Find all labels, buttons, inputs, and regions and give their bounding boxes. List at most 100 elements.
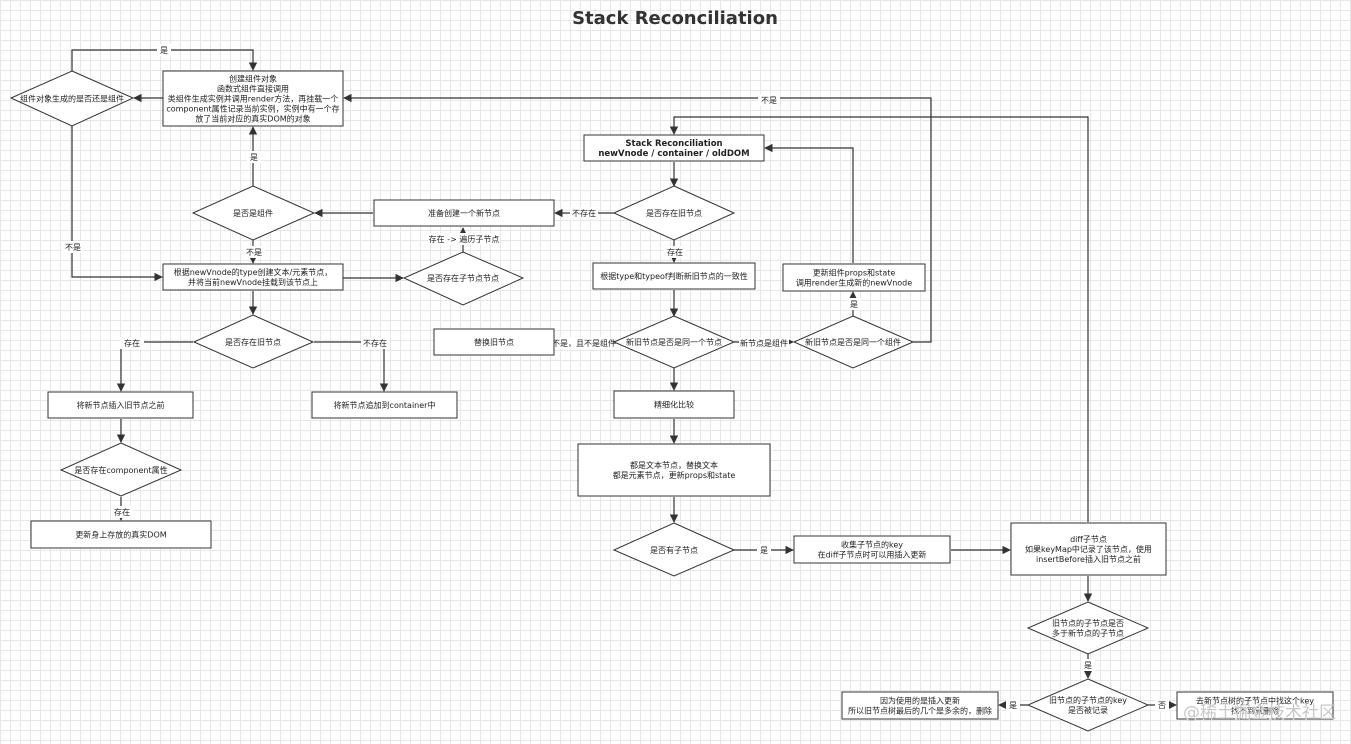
node-text-line: 更新身上存放的真实DOM [75, 530, 166, 540]
node-has-children-text: 是否存在子节点节点 [427, 273, 499, 283]
label-component-yes: 是 [850, 300, 858, 309]
edge-update-to-root [764, 143, 854, 263]
label-old2-exists: 存在 [124, 338, 140, 348]
node-create-by-type-text: 根据newVnode的type创建文本/元素节点，并将当前newVnode挂载到… [174, 267, 333, 287]
label-key-no: 否 [1158, 701, 1166, 710]
edge-old2-not-exists [314, 341, 389, 392]
node-text-line: 更新组件props和state [813, 268, 896, 278]
node-text-line: 创建组件对象 [229, 74, 277, 84]
node-has-child-nodes-text: 是否有子节点 [650, 545, 698, 555]
node-text-line: 旧节点的子节点的key [1049, 695, 1127, 705]
node-text-line: 组件对象生成的是否还是组件 [20, 94, 124, 104]
label-old-not-exists: 不存在 [572, 208, 596, 218]
label-children-traverse: 存在 -> 遍历子节点 [429, 234, 500, 244]
node-has-child-nodes [612, 522, 736, 577]
node-text-line: 都是元素节点，更新props和state [613, 470, 736, 480]
node-text-line: 多于新节点的子节点 [1052, 628, 1124, 638]
node-text-line: 准备创建一个新节点 [428, 208, 500, 218]
node-collect-keys [793, 535, 951, 564]
node-text-line: 收集子节点的key [841, 540, 903, 550]
node-fine-compare-text: 精细化比较 [654, 400, 694, 410]
node-text-line: 都是文本节点，替换文本 [630, 460, 718, 470]
node-text-line: 将新节点插入旧节点之前 [77, 400, 165, 410]
label-generated-no: 不是 [65, 243, 81, 252]
node-diff-children [1010, 522, 1167, 576]
diagram-title: Stack Reconciliation [572, 8, 778, 29]
node-prepare-new-node-text: 准备创建一个新节点 [428, 208, 500, 218]
node-text-line: 所以旧节点树最后的几个是多余的，删除 [848, 706, 992, 716]
node-text-line: 根据type和typeof判断新旧节点的一致性 [600, 271, 747, 281]
node-text-line: insertBefore插入旧节点之前 [1036, 554, 1141, 564]
edge-old2-exists [116, 341, 193, 392]
node-text-line: 是否存在子节点节点 [427, 273, 499, 283]
edge-diff-to-root [669, 116, 1089, 522]
node-remove-extra-text: 因为使用的是插入更新所以旧节点树最后的几个是多余的，删除 [848, 696, 992, 716]
node-text-line: 旧节点的子节点是否 [1052, 618, 1124, 628]
node-prepare-new-node [373, 199, 555, 227]
node-remove-by-key [1176, 691, 1334, 720]
node-stack-root [583, 134, 765, 162]
node-text-line: component属性记录当前实例，实例中有一个存 [166, 104, 339, 114]
node-text-line: 在diff子节点时可以用插入更新 [818, 550, 927, 560]
node-text-element-update-text: 都是文本节点，替换文本都是元素节点，更新props和state [613, 460, 736, 480]
label-key-yes: 是 [1009, 701, 1017, 710]
node-text-line: 是否存在旧节点 [646, 208, 702, 218]
node-has-old-node-text: 是否存在旧节点 [646, 208, 702, 218]
node-fine-compare [613, 390, 735, 419]
node-update-real-dom-text: 更新身上存放的真实DOM [75, 530, 166, 540]
node-same-component-text: 新旧节点是否是同一个组件 [805, 337, 901, 347]
label-children-yes: 是 [760, 546, 768, 555]
node-text-line: 调用render生成新的newVnode [796, 278, 912, 288]
edge-generated-no [71, 126, 163, 282]
node-text-line: diff子节点 [1070, 535, 1107, 544]
node-is-component [191, 185, 316, 241]
node-text-line: 类组件生成实例并调用render方法，再挂载一个 [168, 94, 338, 104]
node-has-old-node-2-text: 是否存在旧节点 [225, 337, 281, 347]
node-create-by-type [162, 263, 344, 291]
node-create-component [162, 70, 344, 127]
node-same-component [792, 315, 915, 369]
node-text-line: 是否是组件 [233, 208, 273, 218]
node-text-line: 替换旧节点 [474, 337, 514, 347]
node-has-old-node-2 [192, 314, 315, 369]
node-text-line: 并将当前newVnode挂载到该节点上 [188, 277, 318, 287]
node-text-line: 函数式组件直接调用 [217, 84, 289, 94]
node-has-old-node [612, 185, 736, 241]
node-same-node [612, 315, 736, 369]
label-is-component-yes: 是 [250, 153, 258, 162]
label-old2-not-exists: 不存在 [363, 338, 387, 348]
node-text-line: 是否有子节点 [650, 545, 698, 555]
node-text-line: 如果keyMap中记录了该节点，使用 [1025, 544, 1152, 554]
node-has-children [402, 251, 525, 306]
node-text-line: 是否存在旧节点 [225, 337, 281, 347]
node-more-old-children-text: 旧节点的子节点是否多于新节点的子节点 [1052, 618, 1124, 638]
node-has-component-attr-text: 是否存在component属性 [74, 465, 167, 475]
node-text-line: 去新节点树的子节点中找这个key [1196, 696, 1314, 706]
node-insert-before-old [47, 391, 194, 419]
node-text-line: 放了当前对应的真实DOM的对象 [195, 114, 310, 124]
label-generated-yes: 是 [160, 46, 168, 55]
node-check-type [592, 262, 756, 290]
label-same-no: 不是，且不是组件 [552, 338, 616, 348]
edge-component-no [343, 93, 932, 343]
edge-labels: 是 不是 是 不是 不存在 存在 -> 遍历子节点 存在 存在 不存在 不是，且… [62, 44, 1169, 711]
edges [71, 49, 1177, 710]
node-is-component-text: 是否是组件 [233, 208, 273, 218]
node-text-line: 精细化比较 [654, 400, 694, 410]
label-attr-exists: 存在 [114, 507, 130, 517]
node-insert-before-old-text: 将新节点插入旧节点之前 [77, 400, 165, 410]
node-is-component-generated [9, 70, 135, 127]
node-remove-extra [841, 691, 999, 720]
label-is-component-no: 不是 [246, 248, 262, 257]
node-replace-old-text: 替换旧节点 [474, 337, 514, 347]
node-more-old-children [1026, 601, 1150, 655]
node-append-container-text: 将新节点追加到container中 [334, 400, 436, 410]
node-text-line: 是否存在component属性 [74, 465, 167, 475]
node-same-node-text: 新旧节点是否是同一个节点 [626, 337, 722, 347]
